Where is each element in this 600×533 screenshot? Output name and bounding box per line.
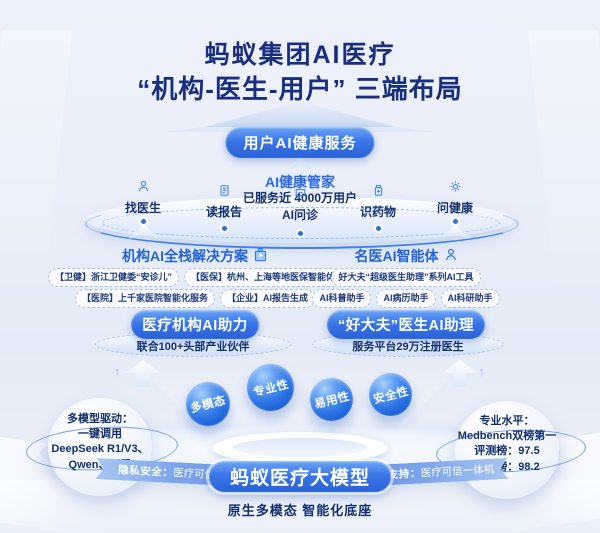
up-arrow-icon [287,157,313,170]
service-item: 读报告 [188,184,260,231]
right-badge-title: 专业水平： [479,415,535,427]
platform-ring-inner [233,438,367,457]
doctor-avatar-icon [444,248,458,264]
service-label: 识药物 [359,205,396,219]
service-item: 问健康 [419,180,491,224]
ellipse-dot [221,226,227,231]
medicine-icon [372,184,385,202]
privacy-ribbon-label: 隐私安全： [117,464,174,480]
doctor-header-label: 名医AI智能体 [354,248,439,264]
org-section-header: 机构AI全栈解决方案 [78,246,312,266]
org-tag: 【卫健】浙江卫健委“安诊儿” [47,268,179,288]
capability-sphere: 安全性 [369,373,412,416]
services-ellipse-arc [85,199,519,249]
left-badge-text: 多模型驱动： 一键调用 DeepSeek R1/V3、 Qwen、百灵 [35,412,165,473]
ellipse-dot [452,219,458,224]
org-tag: 【医院】上千家医院智能化服务 [74,289,215,309]
capability-label: 专业性 [251,378,290,399]
page-title-line1: 蚂蚁集团AI医疗 [204,41,396,69]
capability-label: 安全性 [371,385,410,406]
right-badge-sphere [455,401,559,499]
left-badge-title: 多模型驱动： [67,413,133,425]
doctor-section-header: 名医AI智能体 [298,246,514,266]
capability-label: 多模态 [189,394,228,416]
compute-ribbon-value: 医疗可信一体机 [420,463,495,480]
right-badge-line: 评测榜：97.5 [474,445,540,458]
doctor-tag: AI病历助手 [376,289,436,309]
service-item: 找医生 [107,180,179,224]
doctor-tag: AI科普助手 [312,289,372,309]
org-ai-button: 医疗机构AI助力 [131,310,259,339]
capability-sphere: 易用性 [310,378,353,421]
services-ellipse-dashline [102,207,500,239]
service-item: AI问诊 [264,187,336,236]
doctor-button-sub: 服务平台29万注册医生 [352,341,464,353]
service-label: 找医生 [124,201,161,215]
health-gear-icon [449,180,462,198]
service-label: AI问诊 [281,208,318,222]
doctor-button-wrap: “好大夫”医生AI助理 [298,310,514,339]
left-badge-line: DeepSeek R1/V3、 [51,443,149,456]
org-tags-row2: 【医院】上千家医院智能化服务 【企业】AI报告生成 [74,289,316,309]
doctor-search-icon [137,180,150,198]
report-icon [218,184,231,202]
right-badge-line: Medbench双榜第一 [457,430,557,443]
doctor-ai-button: “好大夫”医生AI助理 [327,310,485,339]
doctor-tags-row1: 好大夫“超级医生助理”系列AI工具 [298,268,514,288]
service-label: 问健康 [436,201,473,215]
ellipse-dot [297,231,303,236]
tiny-up-arrow-icon: ↑ [114,364,121,379]
medical-model-pill: 蚂蚁医疗大模型 [209,461,391,492]
chat-consult-icon [294,187,307,205]
capability-label: 易用性 [312,390,351,411]
user-ai-health-pill: 用户AI健康服务 [225,127,375,158]
capability-sphere: 专业性 [247,364,294,411]
org-header-label: 机构AI全栈解决方案 [122,248,248,264]
doctor-tag: AI科研助手 [440,289,500,309]
left-badge-line: 一键调用 [78,428,122,441]
user-count-stat: 已服务近 4000万用户 [242,191,358,205]
doctor-tags-row2: AI科普助手 AI病历助手 AI科研助手 [298,289,514,309]
doctor-tag: 好大夫“超级医生助理”系列AI工具 [331,268,481,288]
ellipse-dot [375,226,381,231]
service-label: 读报告 [205,205,242,219]
ai-health-manager-label: AI健康管家 [265,174,335,190]
org-button-sub: 联合100+头部产业伙伴 [136,341,250,353]
ellipse-dot [140,219,146,224]
model-subtitle: 原生多模态 智能化底座 [227,503,373,518]
org-button-wrap: 医疗机构AI助力 [78,310,312,339]
capability-sphere: 多模态 [186,382,230,426]
service-item: 识药物 [342,184,414,231]
org-tags-row1: 【卫健】浙江卫健委“安诊儿” 【医保】杭州、上海等地医保智能体 [47,268,343,288]
org-button-platform: 联合100+头部产业伙伴 [95,332,291,357]
tiny-up-arrow-icon: ↑ [478,364,485,379]
hospital-icon [253,247,268,265]
page-title-line2: “机构-医生-用户” 三端布局 [137,74,463,104]
